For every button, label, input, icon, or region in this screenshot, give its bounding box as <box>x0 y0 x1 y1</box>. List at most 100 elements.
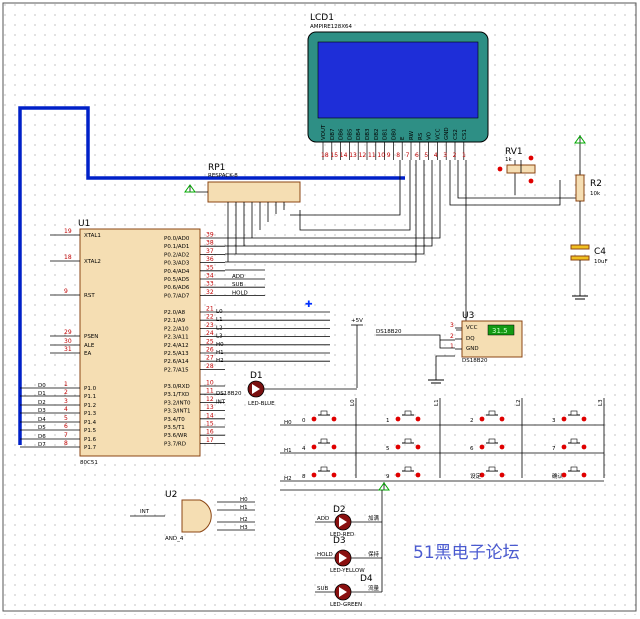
keypad-button[interactable]: 6 <box>470 438 505 452</box>
u1-left-pin-number: 18 <box>64 254 72 261</box>
lcd-pin-number: 6 <box>415 152 419 159</box>
lcd-pin-number: 15 <box>330 152 338 159</box>
u1-right-pin-number: 21 <box>206 306 214 313</box>
u1-right-pin-label: P0.2/AD2 <box>164 252 189 258</box>
keypad-button[interactable]: 1 <box>386 410 421 424</box>
led-description: 加满 <box>368 514 380 522</box>
keypad-button[interactable]: 0 <box>302 410 337 424</box>
u1-right-pin-number: 28 <box>206 363 214 370</box>
keypad-button[interactable]: 8 <box>302 466 337 480</box>
lcd-pin-number: 10 <box>377 152 385 159</box>
lcd-pin-number: 5 <box>424 152 428 159</box>
keypad-button[interactable]: 确认 <box>552 466 587 480</box>
keypad-column-label: L3 <box>598 399 604 406</box>
keypad-button-label: 4 <box>302 446 306 452</box>
lcd-screen <box>317 41 479 119</box>
u1-right-pin-label: P0.3/AD3 <box>164 261 190 267</box>
rp1-power-arrow <box>184 184 196 193</box>
keypad-button[interactable]: 3 <box>552 410 587 424</box>
keypad-contact <box>561 472 567 478</box>
rp1-body <box>207 181 301 203</box>
lcd-pin-label: CS2 <box>453 129 459 140</box>
keypad-contact <box>415 444 421 450</box>
keypad-contact <box>581 416 587 422</box>
led-ref: D2 <box>333 505 346 515</box>
u1-right-pin-number: 15 <box>206 421 214 428</box>
u1-right-pin-number: 17 <box>206 437 214 444</box>
p0-net-label: ADD <box>232 274 244 280</box>
keypad-button[interactable]: 7 <box>552 438 587 452</box>
p3-net-label: INT <box>216 399 226 405</box>
keypad-button[interactable]: 9 <box>386 466 421 480</box>
u1-right-pin-number: 23 <box>206 322 214 329</box>
u1-right-pin-number: 12 <box>206 396 214 403</box>
u1-left-pin-number: 5 <box>64 415 68 422</box>
u1-right-pin-label: P3.5/T1 <box>164 425 185 431</box>
u1-right-pin-number: 16 <box>206 429 214 436</box>
u1-left-pin-number: 7 <box>64 432 68 439</box>
keypad-contact <box>395 472 401 478</box>
u1-left-pin-label: P1.4 <box>84 420 97 426</box>
u1-left-pin-number: 2 <box>64 389 68 396</box>
keypad-button-label: 8 <box>302 474 306 480</box>
potentiometer-rv1[interactable]: RV1 1k <box>497 147 536 184</box>
rp1-ref: RP1 <box>208 163 225 173</box>
keypad-contact <box>499 416 505 422</box>
c4-plate-bottom <box>570 255 590 261</box>
led-net-label: ADD <box>317 516 329 522</box>
u1-right-pin-label: P0.0/AD0 <box>164 236 190 242</box>
lcd-pin-number: 13 <box>349 152 357 159</box>
u1-right-pin-number: 26 <box>206 347 214 354</box>
keypad-button[interactable]: 4 <box>302 438 337 452</box>
p2-net-label: L1 <box>216 317 223 323</box>
c4-plate-top <box>570 244 590 250</box>
keypad-button[interactable]: 2 <box>470 410 505 424</box>
lcd-data-bus <box>18 106 405 445</box>
lcd-pin-label: DB2 <box>374 128 380 140</box>
lcd-pin-label: DB0 <box>391 128 397 140</box>
lcd-pin-number: 2 <box>453 152 457 159</box>
u3-pin-label: VCC <box>466 325 478 331</box>
keypad-button[interactable]: 5 <box>386 438 421 452</box>
lcd-pin-number: 14 <box>340 152 348 159</box>
capacitor-c4[interactable]: C4 10uF <box>570 244 608 300</box>
r2-body <box>575 174 585 202</box>
d1-model: LED-BLUE <box>248 401 275 407</box>
led-net-label: SUB <box>317 586 329 592</box>
mcu-u1[interactable]: U1 80C51 19XTAL118XTAL29RST29PSEN30ALE31… <box>20 219 330 466</box>
led-net-label: HOLD <box>317 552 333 558</box>
u1-left-pin-label: XTAL1 <box>84 233 101 239</box>
resistor-r2[interactable]: R2 10k <box>574 135 602 245</box>
resistor-pack-rp1[interactable]: RP1 RESPACK-8 <box>184 163 301 262</box>
lcd-pin-label: DB4 <box>356 128 362 140</box>
lcd-pin-number: 4 <box>434 152 438 159</box>
lcd-pin-label: CS1 <box>462 129 468 140</box>
u1-left-pin-number: 4 <box>64 406 68 413</box>
lcd-pin-label: GND <box>444 127 450 140</box>
lcd-pin-label: VOUT <box>321 124 327 140</box>
keypad-row-label: H2 <box>284 476 292 482</box>
u1-left-pin-label: PSEN <box>84 334 98 340</box>
u1-right-pin-number: 32 <box>206 289 214 296</box>
p3-net-label: DS18B20 <box>216 391 242 397</box>
rv1-ref: RV1 <box>505 147 523 157</box>
keypad-button-label: 1 <box>386 418 390 424</box>
keypad-contact <box>561 444 567 450</box>
keypad-contact <box>581 444 587 450</box>
p2-net-label: H2 <box>216 358 224 364</box>
lcd-pin-number: 8 <box>396 152 400 159</box>
p1-net-label: D0 <box>38 383 46 389</box>
p1-net-label: D7 <box>38 442 46 448</box>
u1-right-pin-label: P3.0/RXD <box>164 384 190 390</box>
led-d1[interactable]: D1 LED-BLUE <box>247 371 357 407</box>
keypad-button[interactable]: 设定 <box>470 466 505 480</box>
u3-pin-label: GND <box>466 346 479 352</box>
